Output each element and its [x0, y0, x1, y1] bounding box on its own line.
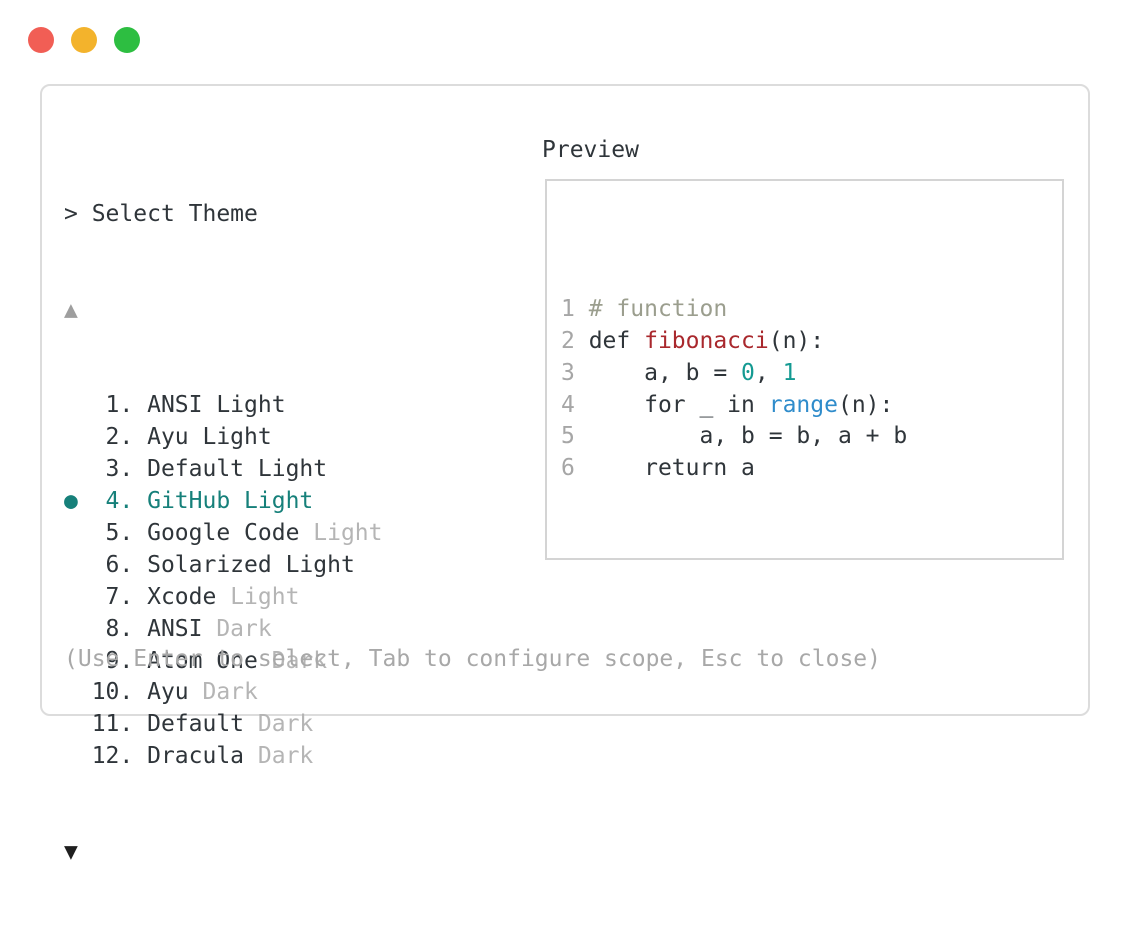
code-token: for _ in — [588, 391, 769, 418]
code-token: 0 — [741, 359, 755, 386]
line-number: 2 — [561, 327, 589, 354]
code-line: 6 return a — [561, 453, 1062, 485]
theme-name: Google Code — [147, 519, 300, 546]
theme-option-xcode[interactable]: 7. Xcode Light — [64, 582, 383, 614]
theme-variant: Light — [313, 519, 383, 546]
selected-bullet-icon: ● — [64, 487, 92, 514]
zoom-button[interactable] — [114, 27, 140, 53]
theme-number: 2. — [91, 424, 148, 451]
theme-name: GitHub Light — [147, 487, 314, 514]
theme-option-atom-one[interactable]: 9. Atom One Dark — [64, 646, 383, 678]
selected-bullet-icon — [64, 392, 92, 418]
line-number: 6 — [561, 455, 589, 482]
theme-option-ayu[interactable]: 10. Ayu Dark — [64, 677, 383, 709]
theme-name: Atom One — [147, 647, 258, 674]
theme-option-dracula[interactable]: 12. Dracula Dark — [64, 741, 383, 773]
theme-number: 4. — [91, 487, 148, 514]
theme-variant: Dark — [257, 743, 314, 770]
code-token: range — [768, 391, 838, 418]
theme-option-ansi[interactable]: 8. ANSI Dark — [64, 614, 383, 646]
theme-variant: Dark — [202, 679, 258, 706]
theme-option-ansi-light[interactable]: 1. ANSI Light — [64, 390, 383, 422]
theme-number: 6. — [91, 551, 148, 578]
code-token: , — [754, 359, 783, 386]
selected-bullet-icon — [64, 711, 92, 737]
theme-picker-window: > Select Theme ▲ 1. ANSI Light 2. Ayu Lig… — [40, 84, 1090, 865]
selected-bullet-icon — [64, 520, 92, 546]
theme-name: Ayu — [147, 679, 189, 706]
window-controls — [28, 27, 140, 53]
theme-name: Dracula — [147, 743, 245, 770]
theme-number: 12. — [91, 743, 148, 770]
theme-variant: Dark — [216, 615, 272, 642]
code-line: 2 def fibonacci(n): — [561, 326, 1062, 358]
theme-number: 11. — [91, 711, 148, 738]
theme-name: ANSI Light — [147, 392, 286, 419]
dialog-title: Select Theme — [91, 200, 258, 227]
selected-bullet-icon — [64, 616, 92, 642]
line-number: 4 — [561, 391, 589, 418]
theme-number: 3. — [91, 456, 148, 483]
dialog-header: > Select Theme — [64, 199, 383, 231]
theme-option-default-light[interactable]: 3. Default Light — [64, 454, 383, 486]
theme-name: Default — [147, 711, 245, 738]
selected-bullet-icon — [64, 552, 92, 578]
line-number: 5 — [561, 423, 589, 450]
code-token: a, b = b, a + b — [588, 423, 908, 450]
code-token: fibonacci — [644, 327, 769, 354]
theme-name: Ayu Light — [147, 424, 272, 451]
theme-option-default[interactable]: 11. Default Dark — [64, 709, 383, 741]
theme-number: 10. — [91, 679, 148, 706]
theme-option-solarized-light[interactable]: 6. Solarized Light — [64, 550, 383, 582]
close-button[interactable] — [28, 27, 54, 53]
code-line: 5 a, b = b, a + b — [561, 421, 1062, 453]
theme-list: 1. ANSI Light 2. Ayu Light 3. Default Li… — [64, 390, 383, 773]
theme-number: 1. — [91, 392, 148, 419]
prompt-caret: > — [64, 200, 78, 227]
theme-number: 5. — [91, 519, 148, 546]
code-token: a, b = — [588, 359, 742, 386]
theme-name: ANSI — [147, 615, 203, 642]
code-token: (n): — [768, 327, 825, 354]
theme-name: Xcode — [147, 583, 217, 610]
preview-title: Preview — [542, 137, 639, 163]
theme-name: Default Light — [147, 456, 328, 483]
selected-bullet-icon — [64, 584, 92, 610]
code-line: 4 for _ in range(n): — [561, 390, 1062, 422]
theme-option-github-light[interactable]: ● 4. GitHub Light — [64, 486, 383, 518]
theme-picker-panel: > Select Theme ▲ 1. ANSI Light 2. Ayu Lig… — [64, 135, 383, 933]
code-token: (n): — [837, 391, 894, 418]
selected-bullet-icon — [64, 679, 92, 705]
theme-variant: Dark — [271, 647, 328, 674]
selected-bullet-icon — [64, 456, 92, 482]
minimize-button[interactable] — [71, 27, 97, 53]
scroll-up-icon[interactable]: ▲ — [64, 296, 78, 323]
theme-number: 9. — [91, 647, 148, 674]
code-line: 1 # function — [561, 294, 1062, 326]
theme-variant: Dark — [257, 711, 314, 738]
code-line: 3 a, b = 0, 1 — [561, 358, 1062, 390]
code-token: return a — [588, 455, 755, 482]
theme-option-ayu-light[interactable]: 2. Ayu Light — [64, 422, 383, 454]
theme-option-google-code[interactable]: 5. Google Code Light — [64, 518, 383, 550]
keyboard-hints: (Use Enter to select, Tab to configure s… — [64, 646, 881, 672]
selected-bullet-icon — [64, 743, 92, 769]
theme-variant: Light — [230, 583, 300, 610]
code-token: 1 — [782, 359, 797, 386]
scroll-down-icon[interactable]: ▼ — [64, 838, 78, 865]
theme-number: 7. — [91, 583, 148, 610]
code-token: def — [588, 327, 645, 354]
theme-name: Solarized Light — [147, 551, 355, 578]
code-token: # function — [588, 295, 728, 322]
line-number: 1 — [561, 295, 589, 322]
line-number: 3 — [561, 359, 589, 386]
selected-bullet-icon — [64, 424, 92, 450]
theme-number: 8. — [91, 615, 148, 642]
